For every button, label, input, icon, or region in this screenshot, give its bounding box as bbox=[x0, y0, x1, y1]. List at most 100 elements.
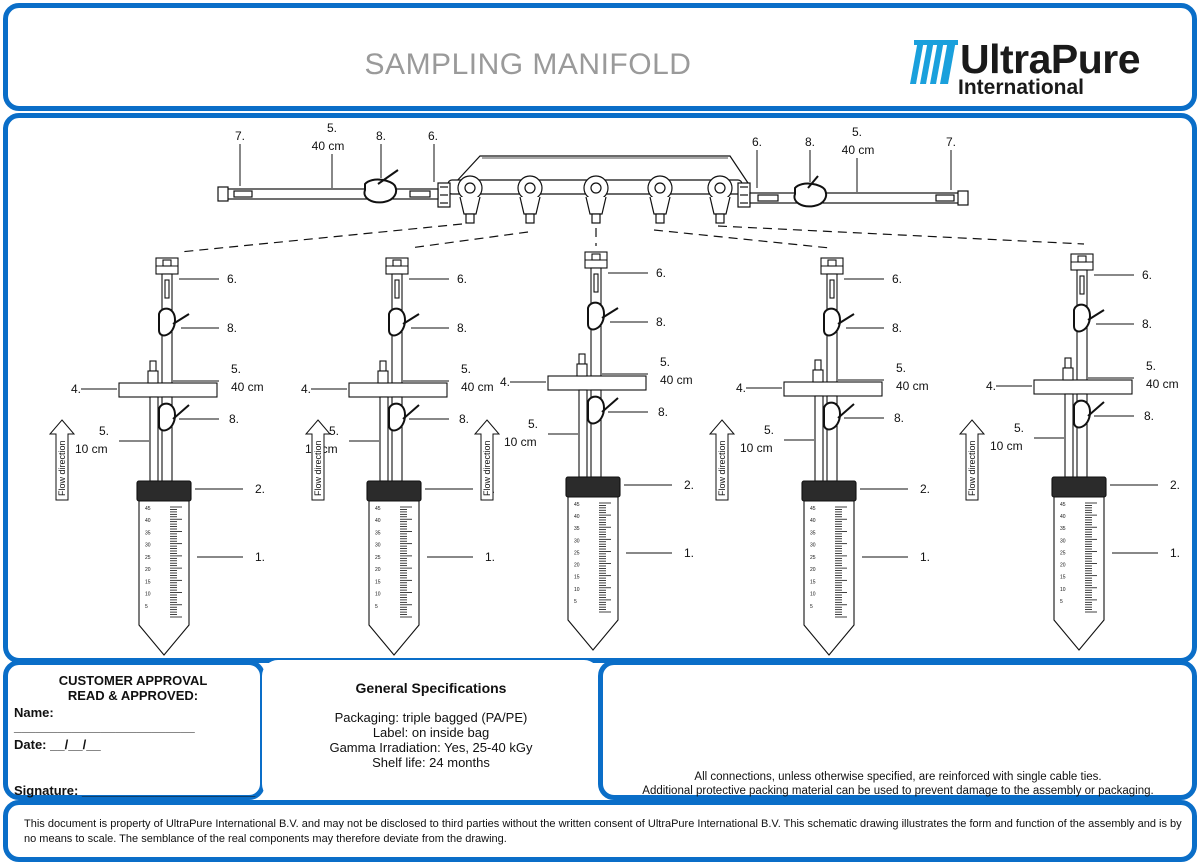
graduation-label: 20 bbox=[574, 563, 580, 569]
graduation-label: 30 bbox=[810, 543, 816, 549]
spec-shelf-life: Shelf life: 24 months bbox=[372, 755, 490, 770]
graduation-label: 30 bbox=[375, 543, 381, 549]
graduation-label: 30 bbox=[574, 538, 580, 544]
label-clamp-upper: 8. bbox=[656, 315, 666, 329]
label-bottle: 1. bbox=[920, 550, 930, 564]
label-cap-plate: 4. bbox=[71, 382, 81, 396]
pinch-clamp bbox=[587, 395, 606, 425]
manifold-port bbox=[647, 175, 673, 224]
label-cap-plate: 4. bbox=[736, 381, 746, 395]
label-tube-long: 5. bbox=[231, 362, 241, 376]
label-tube-long-len: 40 cm bbox=[660, 373, 693, 387]
graduation-label: 20 bbox=[375, 567, 381, 573]
assembly-labels: 6.8.5.40 cm4.8.5.10 cm2.1. bbox=[986, 268, 1180, 560]
flow-direction-label: Flow direction bbox=[57, 440, 67, 496]
label-cap-plate: 4. bbox=[986, 379, 996, 393]
graduation-label: 35 bbox=[810, 530, 816, 536]
customer-approval-panel: CUSTOMER APPROVAL READ & APPROVED: Name:… bbox=[3, 660, 265, 800]
graduation-label: 10 bbox=[375, 592, 381, 598]
assembly-labels: 6.8.5.40 cm4.8.5.10 cm2.1. bbox=[500, 266, 694, 560]
graduation-label: 5 bbox=[574, 599, 577, 605]
pinch-clamp bbox=[388, 307, 407, 337]
label-right-tube: 5. bbox=[852, 125, 862, 139]
assembly-drawing: 7. 5. 40 cm 8. 6. 6. 8. 5. 40 cm 7. 4540… bbox=[48, 121, 1180, 656]
label-clamp-lower: 8. bbox=[894, 411, 904, 425]
graduation-label: 35 bbox=[145, 530, 151, 536]
flow-direction-label: Flow direction bbox=[482, 440, 492, 496]
graduation-label: 40 bbox=[574, 514, 580, 520]
graduation-label: 30 bbox=[1060, 538, 1066, 544]
graduation-label: 40 bbox=[145, 518, 151, 524]
pinch-clamp bbox=[158, 307, 177, 337]
graduation-label: 25 bbox=[145, 555, 151, 561]
label-cap-plate: 4. bbox=[500, 375, 510, 389]
company-logo: UltraPure International bbox=[910, 36, 1170, 106]
notes-panel: All connections, unless otherwise specif… bbox=[598, 660, 1197, 800]
label-screw-cap: 2. bbox=[1170, 478, 1180, 492]
label-left-tube-len: 40 cm bbox=[312, 139, 345, 153]
approval-title-line1: CUSTOMER APPROVAL bbox=[58, 673, 208, 688]
label-right-clamp: 8. bbox=[805, 135, 815, 149]
label-tube-long-len: 40 cm bbox=[1146, 377, 1179, 391]
specs-title: General Specifications bbox=[355, 680, 507, 696]
label-tube-long: 5. bbox=[1146, 359, 1156, 373]
note-cable-ties: All connections, unless otherwise specif… bbox=[694, 771, 1102, 783]
label-left-connector: 6. bbox=[428, 129, 438, 143]
graduation-label: 10 bbox=[1060, 587, 1066, 593]
screw-cap bbox=[565, 476, 621, 498]
graduation-label: 45 bbox=[1060, 502, 1066, 508]
screw-cap bbox=[801, 480, 857, 502]
pinch-clamp bbox=[823, 307, 842, 337]
manifold-port bbox=[707, 175, 733, 224]
note-packing: Additional protective packing material c… bbox=[642, 785, 1154, 797]
graduation-label: 5 bbox=[375, 604, 378, 610]
date-field[interactable]: Date: __/__/__ bbox=[14, 737, 101, 752]
graduation-label: 10 bbox=[574, 587, 580, 593]
disclaimer-text: This document is property of UltraPure I… bbox=[24, 818, 1182, 845]
label-connector: 6. bbox=[892, 272, 902, 286]
graduation-label: 15 bbox=[145, 579, 151, 585]
name-label: Name: bbox=[14, 705, 54, 720]
graduation-label: 40 bbox=[810, 518, 816, 524]
label-tube-short-len: 10 cm bbox=[504, 435, 537, 449]
pinch-clamp bbox=[158, 402, 177, 432]
label-screw-cap: 2. bbox=[920, 482, 930, 496]
flow-direction-arrow: Flow direction bbox=[304, 419, 332, 501]
label-tube-long-len: 40 cm bbox=[231, 380, 264, 394]
label-tube-short: 5. bbox=[764, 423, 774, 437]
label-left-tube: 5. bbox=[327, 121, 337, 135]
screw-cap bbox=[366, 480, 422, 502]
label-tube-short: 5. bbox=[329, 424, 339, 438]
label-clamp-upper: 8. bbox=[1142, 317, 1152, 331]
graduation-label: 15 bbox=[574, 575, 580, 581]
label-connector: 6. bbox=[656, 266, 666, 280]
label-clamp-upper: 8. bbox=[227, 321, 237, 335]
graduation-label: 15 bbox=[375, 579, 381, 585]
label-bottle: 1. bbox=[684, 546, 694, 560]
flow-direction-label: Flow direction bbox=[967, 440, 977, 496]
label-clamp-lower: 8. bbox=[459, 412, 469, 426]
pinch-clamp bbox=[1073, 303, 1092, 333]
label-tube-short-len: 10 cm bbox=[740, 441, 773, 455]
flow-direction-label: Flow direction bbox=[717, 440, 727, 496]
name-field[interactable]: _________________________ bbox=[14, 719, 195, 734]
signature-field[interactable]: Signature: ________________________ bbox=[14, 783, 256, 798]
footer-panel: This document is property of UltraPure I… bbox=[3, 800, 1197, 862]
label-cap-plate: 4. bbox=[301, 382, 311, 396]
graduation-label: 15 bbox=[810, 579, 816, 585]
pinch-clamp bbox=[823, 401, 842, 431]
label-tube-long-len: 40 cm bbox=[461, 380, 494, 394]
graduation-label: 25 bbox=[1060, 550, 1066, 556]
label-bottle: 1. bbox=[255, 550, 265, 564]
label-tube-short: 5. bbox=[528, 417, 538, 431]
graduation-label: 35 bbox=[574, 526, 580, 532]
graduation-label: 35 bbox=[375, 530, 381, 536]
label-tube-short: 5. bbox=[1014, 421, 1024, 435]
label-clamp-lower: 8. bbox=[229, 412, 239, 426]
graduation-label: 30 bbox=[145, 543, 151, 549]
